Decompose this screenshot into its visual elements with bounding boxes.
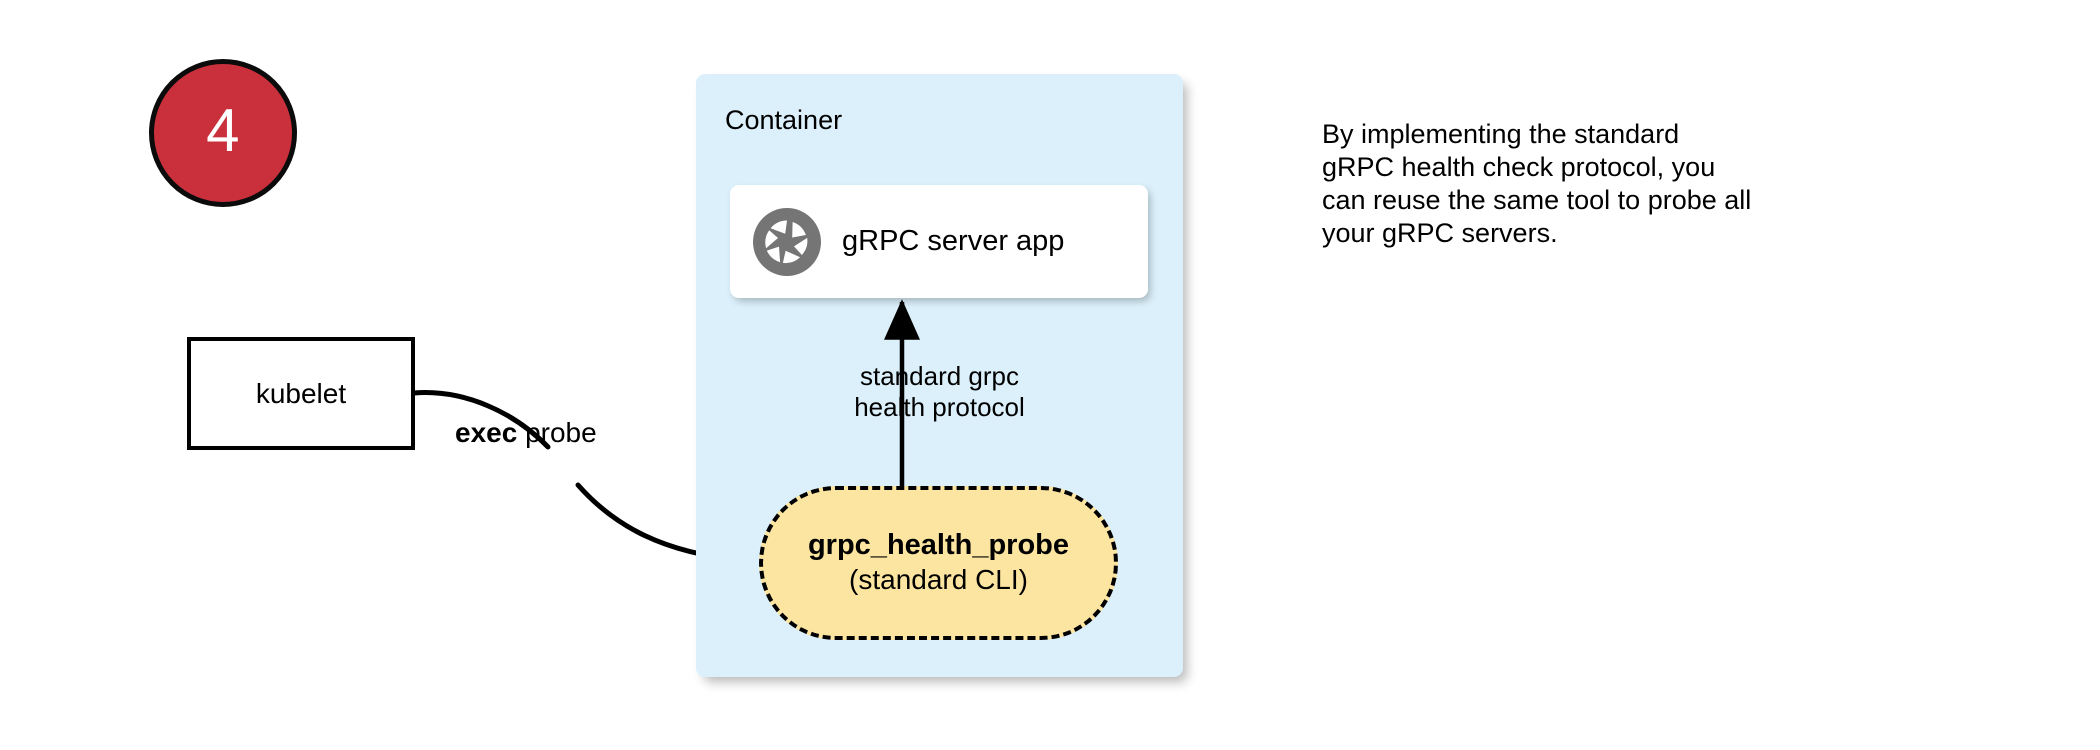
grpc-health-probe-node: grpc_health_probe (standard CLI) — [759, 486, 1118, 640]
health-protocol-edge-label: standard grpc health protocol — [696, 361, 1183, 423]
kubelet-node: kubelet — [187, 337, 415, 450]
health-protocol-arrow — [884, 299, 920, 492]
health-protocol-edge-label-line2: health protocol — [854, 392, 1025, 423]
exec-probe-edge-label-bold: exec — [455, 417, 518, 448]
container-title: Container — [725, 105, 843, 135]
grpc-server-app-label: gRPC server app — [842, 225, 1065, 257]
step-number-badge: 4 — [149, 59, 297, 207]
kubelet-node-label: kubelet — [255, 377, 347, 409]
health-protocol-edge-label-line1: standard grpc — [860, 361, 1019, 391]
grpc-server-app-card: gRPC server app — [730, 185, 1148, 298]
grpc-health-probe-title: grpc_health_probe — [807, 529, 1070, 562]
step-number-label: 4 — [206, 97, 240, 164]
explanatory-note-line-2: gRPC health check protocol, you — [1322, 152, 1716, 182]
grpc-health-probe-subtitle: (standard CLI) — [849, 564, 1028, 596]
explanatory-note-line-3: can reuse the same tool to probe all — [1322, 185, 1752, 215]
exec-probe-edge-label-rest: probe — [517, 417, 597, 448]
exec-probe-edge-label: exec probe — [455, 419, 597, 447]
explanatory-note-line-1: By implementing the standard — [1322, 119, 1680, 149]
explanatory-note-line-4: your gRPC servers. — [1322, 218, 1558, 248]
exec-arrow-segment-upper — [411, 390, 551, 450]
container-panel: Container gRPC server app — [696, 74, 1183, 677]
explanatory-note: By implementing the standard gRPC health… — [1322, 118, 1902, 250]
grpc-aperture-icon — [753, 207, 821, 276]
